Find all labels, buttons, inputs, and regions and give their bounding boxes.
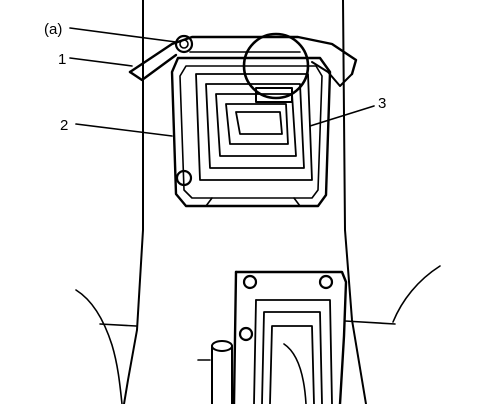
- leader-1: [69, 57, 133, 67]
- boot-fold-2: [205, 83, 305, 169]
- boot-plate-part-2: [170, 56, 332, 208]
- boot-folds-part-3: [195, 73, 313, 181]
- callout-2: 2: [60, 117, 68, 134]
- lower-fold-2: [261, 311, 323, 404]
- lower-fold-curve: [283, 343, 307, 404]
- callout-a: (a): [44, 21, 62, 38]
- callout-labels: (a) 1 2 3: [44, 21, 386, 134]
- right-seat-curve: [392, 265, 441, 323]
- boot-fold-4: [225, 103, 289, 145]
- lower-panel-outer-left: [232, 270, 238, 404]
- callout-1: 1: [58, 51, 66, 68]
- boot-fold-3: [215, 93, 297, 157]
- left-seat-curve: [75, 289, 123, 404]
- bracket-part-1: [128, 34, 358, 87]
- right-floor-line: [344, 320, 396, 325]
- lower-fold-1: [255, 299, 333, 404]
- clip-a: [174, 34, 194, 54]
- lower-screw-top-left: [242, 274, 258, 290]
- bracket-left-arm: [128, 53, 178, 82]
- lower-post: [211, 345, 233, 404]
- plate-inner: [179, 65, 323, 199]
- lower-panel: [197, 270, 348, 404]
- left-floor-line: [99, 323, 137, 327]
- lower-post-cap: [211, 340, 233, 352]
- lower-screw-bottom-left: [238, 326, 254, 342]
- lower-fold-3: [269, 325, 315, 404]
- leader-3: [309, 105, 375, 127]
- plate-outer: [170, 56, 332, 208]
- console-outline: [75, 0, 441, 404]
- clip-a-center: [179, 39, 189, 49]
- lower-panel-outer-right: [234, 270, 348, 404]
- lower-screw-top-right: [318, 274, 334, 290]
- knob-ball: [242, 32, 310, 100]
- shift-knob: [242, 32, 310, 103]
- console-left-edge: [123, 0, 144, 404]
- bracket-top-edge: [128, 35, 358, 76]
- boot-fold-5: [235, 111, 283, 135]
- leader-a: [69, 27, 177, 43]
- leader-lines: [69, 27, 375, 137]
- console-right-edge: [342, 0, 367, 404]
- callout-3: 3: [378, 95, 386, 112]
- bracket-right-arm: [311, 61, 353, 87]
- plate-screw: [175, 169, 193, 187]
- leader-2: [75, 123, 173, 137]
- lower-fold-1-left: [253, 299, 257, 404]
- plate-tabs: [205, 197, 301, 207]
- boot-fold-1: [195, 73, 313, 181]
